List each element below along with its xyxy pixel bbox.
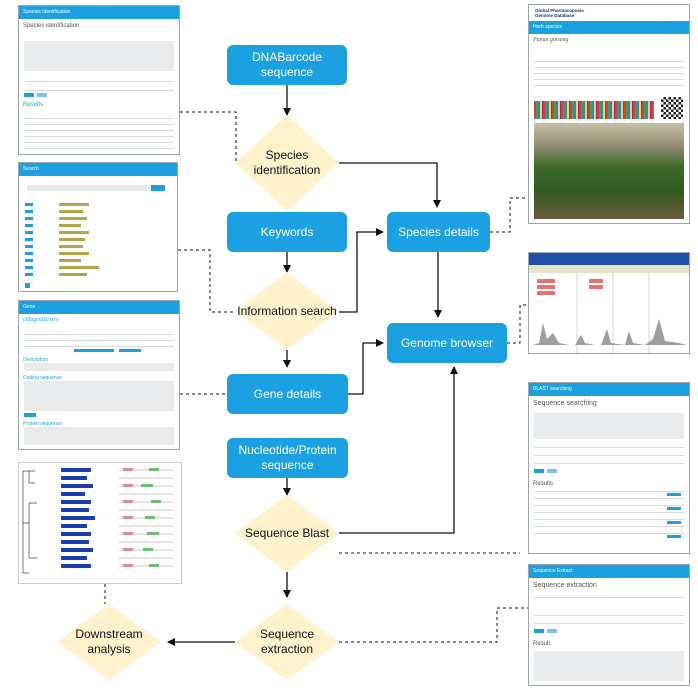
- species-details-label: Species details: [398, 224, 479, 239]
- information-search-diamond: Information search: [235, 272, 339, 350]
- thumb-results-label: Results: [533, 481, 554, 487]
- search-thumbnail: Search: [18, 162, 178, 292]
- species-identification-label: Species identification: [253, 148, 321, 177]
- sequence-extraction-label: Sequence extraction: [259, 627, 315, 656]
- diamond-shape: [235, 272, 339, 350]
- coding-sequence-label: Coding sequence: [23, 375, 62, 381]
- edge-blast-to-genome-browser: [339, 366, 458, 534]
- sequence-blast-diamond: Sequence Blast: [235, 495, 339, 572]
- search-input-mini: [27, 185, 157, 191]
- genome-browser-thumbnail: [528, 252, 690, 354]
- diamond-shape: [57, 604, 161, 680]
- genome-browser-box: Genome browser: [387, 323, 507, 363]
- thumb-results-label: Results: [23, 102, 44, 108]
- thumb-header: Species Identification: [19, 6, 179, 19]
- sequence-extraction-diamond: Sequence extraction: [235, 604, 339, 680]
- edge-species-id-to-species-details: [339, 162, 441, 208]
- site-name: Global Pharmacopoeia Genome Database: [535, 8, 584, 18]
- species-identification-thumbnail: Species Identification Species identific…: [18, 5, 180, 155]
- thumb-header: Sequence Extract: [529, 565, 689, 578]
- dash-genome-thumb: [507, 304, 528, 344]
- gene-details-label: Gene details: [253, 386, 322, 401]
- qr-code: [661, 97, 683, 119]
- nucleotide-protein-box: Nucleotide/Protein sequence: [227, 438, 348, 478]
- information-search-label: Information search: [237, 303, 337, 318]
- herb-species-thumbnail: Global Pharmacopoeia Genome Database Her…: [528, 4, 690, 224]
- divider: [24, 81, 174, 82]
- ginseng-photo: [534, 123, 684, 219]
- reset-button-mini: [37, 93, 47, 97]
- downstream-analysis-diamond: Downstream analysis: [57, 604, 161, 680]
- thumb-header: Gene: [19, 301, 179, 314]
- thumb-header: Herb species: [529, 21, 689, 34]
- keywords-label: Keywords: [260, 224, 314, 239]
- diamond-shape: [235, 495, 339, 572]
- barcode-strip: [534, 101, 654, 119]
- description-label: Description: [23, 357, 49, 363]
- sequence-blast-label: Sequence Blast: [244, 526, 330, 540]
- species-details-box: Species details: [387, 212, 490, 252]
- edge-info-search-to-species-details: [339, 228, 384, 313]
- thumb-title: Sequence extraction: [533, 582, 597, 589]
- site-header: Global Pharmacopoeia Genome Database: [529, 5, 689, 21]
- search-button-mini: [151, 185, 165, 191]
- diamond-shape: [235, 115, 339, 211]
- edge-gene-details-to-genome-browser: [348, 339, 384, 395]
- coverage-tracks: [533, 273, 687, 353]
- thumb-title: Sequence searching: [533, 400, 597, 407]
- browser-ruler: [529, 265, 689, 273]
- species-identification-diamond: Species identification: [235, 115, 339, 211]
- dash-species-id-thumb: [180, 111, 237, 163]
- protein-sequence-label: Protein sequence: [23, 421, 62, 427]
- sequence-extract-thumbnail: Sequence Extract Sequence extraction Res…: [528, 564, 690, 686]
- dna-barcode-label: DNABarcode sequence: [251, 50, 323, 79]
- genome-browser-label: Genome browser: [400, 335, 494, 350]
- blast-searching-thumbnail: BLAST searching Sequence searching Resul…: [528, 382, 690, 554]
- keywords-box: Keywords: [227, 212, 347, 252]
- gene-thumbnail: Gene cHagenttUxtrs Description Coding se…: [18, 300, 180, 450]
- thumb-title: Species identification: [23, 23, 80, 29]
- thumb-header: Search: [19, 163, 177, 176]
- dash-extract-thumb: [339, 607, 528, 643]
- thumb-result-label: Result: [533, 641, 551, 647]
- divider: [24, 90, 174, 91]
- tree-figure: [22, 468, 174, 574]
- dna-barcode-box: DNABarcode sequence: [227, 45, 347, 85]
- species-name: Panax ginseng: [533, 37, 569, 43]
- gene-structure-thumbnail: [18, 462, 182, 584]
- submit-button-mini: [24, 93, 34, 97]
- nucleotide-protein-label: Nucleotide/Protein sequence: [238, 443, 337, 472]
- browser-toolbar: [529, 253, 689, 265]
- gene-details-box: Gene details: [227, 374, 348, 414]
- diamond-shape: [235, 604, 339, 680]
- thumb-header: BLAST searching: [529, 383, 689, 396]
- downstream-analysis-label: Downstream analysis: [75, 627, 143, 656]
- textarea-placeholder: [24, 41, 174, 71]
- dash-search-thumb: [178, 249, 236, 313]
- dash-herb-thumb: [490, 197, 528, 233]
- gene-name: cHagenttUxtrs: [23, 317, 59, 323]
